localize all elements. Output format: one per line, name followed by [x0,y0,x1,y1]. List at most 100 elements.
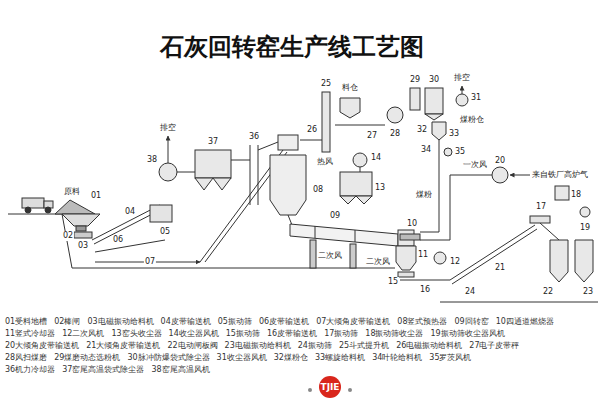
part-label: 煤粉仓 [459,115,485,125]
coal-mill-equipment [432,122,446,140]
parts-list-row: 28风扫煤磨 29煤磨动态选粉机 30脉冲防爆袋式除尘器 31收尘器风机 32煤粉仓 33… [5,353,472,363]
cooler-symbol [400,234,420,240]
parts-list-item: 31收尘器风机 [217,353,267,363]
parts-list-item: 29煤磨动态选粉机 [54,353,120,363]
coal-mill-equipment [387,107,403,123]
truck-symbol [45,207,51,213]
rotary-kiln [290,224,398,246]
silo-symbol [580,207,590,217]
watermark-badge [308,388,312,392]
parts-list-item: 23电磁振动给料机 [225,341,291,351]
callout-number: 18 [570,190,582,200]
parts-list-item: 24振动筛 [298,341,332,351]
callout-number: 36 [248,132,260,142]
parts-list-item: 22电动闸板阀 [167,341,217,351]
belt-conveyor [452,229,537,284]
truck-symbol [22,198,53,213]
callout-number: 15 [387,277,399,287]
part-label: 排空 [453,73,471,83]
dust-collector [340,196,356,204]
watermark-badge [348,388,352,392]
parts-list-item: 18振动筛收尘器 [365,329,423,339]
parts-list-item: 28风扫煤磨 [5,353,47,363]
callout-number: 16 [419,285,431,295]
parts-list-item: 02棒闸 [54,317,80,327]
parts-list-item: 32煤粉仓 [274,353,308,363]
callout-number: 20 [494,156,506,166]
silo-symbol [575,240,593,282]
duct-line [258,145,259,205]
rotary-kiln [290,224,398,268]
watermark-badge [319,376,341,398]
callout-number: 27 [366,131,378,141]
silo-symbol [550,186,593,282]
parts-list-item: 06皮带输送机 [259,317,309,327]
parts-list-item: 33螺旋给料机 [315,353,365,363]
parts-list-item: 11竖式冷却器 [5,329,55,339]
callout-number: 12 [449,257,461,267]
callout-number: 26 [306,125,318,135]
parts-list-item: 20大倾角皮带输送机 [5,341,79,351]
preheater-symbol [270,155,306,215]
part-label: 料仓 [341,83,359,93]
dust-collector [353,153,367,167]
preheater-symbol [278,135,298,150]
parts-list-item: 01受料地槽 [5,317,47,327]
dust-collector [159,150,372,204]
callout-number: 04 [124,207,136,217]
parts-list-item: 09回转窑 [455,317,489,327]
coal-mill-equipment [335,125,385,126]
duct-line [420,140,439,232]
callout-number: 34 [420,145,432,155]
callout-number: 23 [582,287,594,297]
dust-collector [159,163,177,181]
diagram-title: 石灰回转窑生产线工艺图 [160,31,424,63]
watermark: TJIE [321,382,340,392]
callout-number: 38 [146,155,158,165]
callout-number: 28 [389,129,401,139]
callout-number: 13 [374,183,386,193]
callout-number: 03 [77,241,89,251]
parts-list-item: 25斗式提升机 [339,341,389,351]
coal-mill-equipment [340,98,360,118]
parts-list-item: 03电磁振动给料机 [87,317,153,327]
watermark-badge [308,376,352,398]
part-label: 排空 [159,123,177,133]
coal-mill-equipment [492,167,508,183]
rotary-kiln [355,230,356,242]
parts-list-item: 07大倾角皮带输送机 [316,317,390,327]
parts-list-item: 30脉冲防爆袋式除尘器 [127,353,209,363]
duct-line [258,142,278,150]
callout-number: 17 [535,202,547,212]
coal-mill-equipment [425,88,443,114]
callout-number: 22 [542,287,554,297]
callout-number: 33 [448,129,460,139]
dust-collector [356,196,372,204]
callout-number: 10 [406,219,418,229]
ground-line [8,214,598,302]
duct-line [300,140,322,141]
callout-number: 35 [454,147,466,157]
coal-mill-equipment [434,252,446,264]
callout-number: 21 [494,263,506,273]
callout-number: 32 [416,125,428,135]
belt-conveyor [540,223,559,240]
parts-list-item: 19振动筛收尘器风机 [431,329,505,339]
belt-conveyor [400,280,450,281]
callout-number: 37 [207,137,219,147]
callout-number: 09 [329,211,341,221]
coal-mill-equipment [444,148,452,156]
part-label: 原料 [63,187,81,197]
silo-symbol [555,186,569,200]
part-label: 二次风 [365,257,391,267]
silo-symbol [550,240,568,282]
parts-list-item: 21大倾角皮带输送机 [86,341,160,351]
callout-number: 02 [62,231,74,241]
belt-conveyor [95,240,165,252]
parts-list-item: 38窑尾高温风机 [151,365,209,375]
duct-line [231,160,250,161]
part-label: 来自铁厂高炉气 [531,170,589,180]
part-label: 煤粉 [415,190,433,200]
dust-collector [360,167,361,172]
screen-symbol [530,216,550,223]
